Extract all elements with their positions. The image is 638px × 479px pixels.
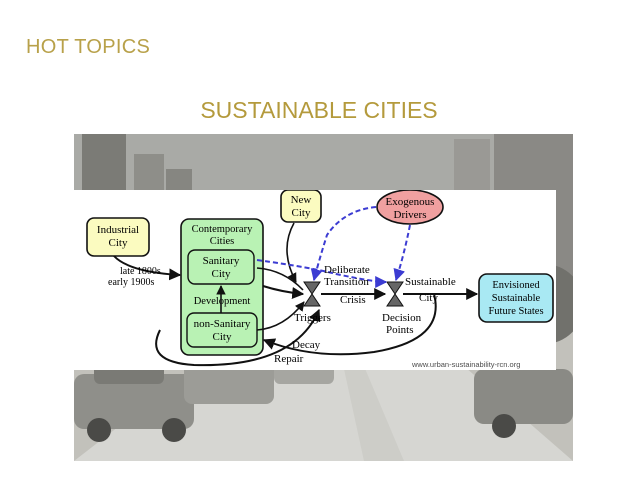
- exogenous-to-decision-dashed-arrow: [393, 224, 411, 282]
- city-label: City: [419, 292, 438, 304]
- non-sanitary-label: non-Sanitary: [194, 318, 251, 330]
- industrial-city-label: Industrial: [97, 224, 139, 236]
- industrial-city-label-2: City: [109, 237, 128, 249]
- exogenous-label: Exogenous: [386, 196, 435, 208]
- non-sanitary-loop-arrow: [155, 308, 321, 367]
- envisioned-future-node: Envisioned Sustainable Future States: [478, 273, 554, 323]
- sanitary-city-label: Sanitary: [203, 255, 240, 267]
- source-credit: www.urban-sustainability-rcn.org: [412, 360, 521, 369]
- industrial-to-contemporary-arrow: [113, 255, 182, 281]
- decision-valve-icon: [386, 281, 404, 307]
- slide-title: SUSTAINABLE CITIES: [200, 97, 438, 123]
- sustainable-label: Sustainable: [405, 276, 456, 288]
- section-label: HOT TOPICS: [26, 36, 151, 58]
- crisis-label: Crisis: [340, 294, 366, 306]
- exogenous-label-2: Drivers: [394, 209, 427, 221]
- contemporary-label-2: Cities: [210, 236, 235, 247]
- trigger-valve-icon: [303, 281, 321, 307]
- envisioned-label: Envisioned: [492, 280, 540, 291]
- urban-sustainability-diagram: Industrial City Contemporary Cities Sani…: [74, 189, 556, 370]
- new-city-label: New: [291, 194, 312, 206]
- contemporary-cities-group: Contemporary Cities Sanitary City Develo…: [180, 218, 264, 356]
- deliberate-label: Deliberate: [324, 264, 370, 276]
- contemporary-label: Contemporary: [192, 224, 253, 235]
- decay-label: Decay: [292, 339, 321, 351]
- late-1800s-label: late 1800s: [120, 266, 161, 277]
- sanitary-city-label-2: City: [212, 268, 231, 280]
- sanitary-dashed-arrow: [256, 259, 388, 288]
- triggers-label: Triggers: [294, 312, 331, 324]
- decision-label: Decision: [382, 312, 422, 324]
- sanitary-city-node: [187, 249, 255, 285]
- envisioned-label-3: Future States: [488, 306, 543, 317]
- industrial-city-node: Industrial City: [86, 217, 150, 257]
- new-city-node: New City: [280, 189, 322, 223]
- repair-label: Repair: [274, 353, 304, 365]
- points-label: Points: [386, 324, 414, 336]
- new-city-label-2: City: [292, 207, 311, 219]
- early-1900s-label: early 1900s: [108, 277, 154, 288]
- non-sanitary-label-2: City: [213, 331, 232, 343]
- decay-repair-loop-arrow: [262, 293, 437, 356]
- exogenous-to-trigger-dashed-arrow: [310, 206, 377, 282]
- exogenous-drivers-node: Exogenous Drivers: [376, 189, 444, 225]
- transition-label: Transition: [324, 276, 369, 288]
- development-label: Development: [194, 296, 251, 307]
- envisioned-label-2: Sustainable: [492, 293, 541, 304]
